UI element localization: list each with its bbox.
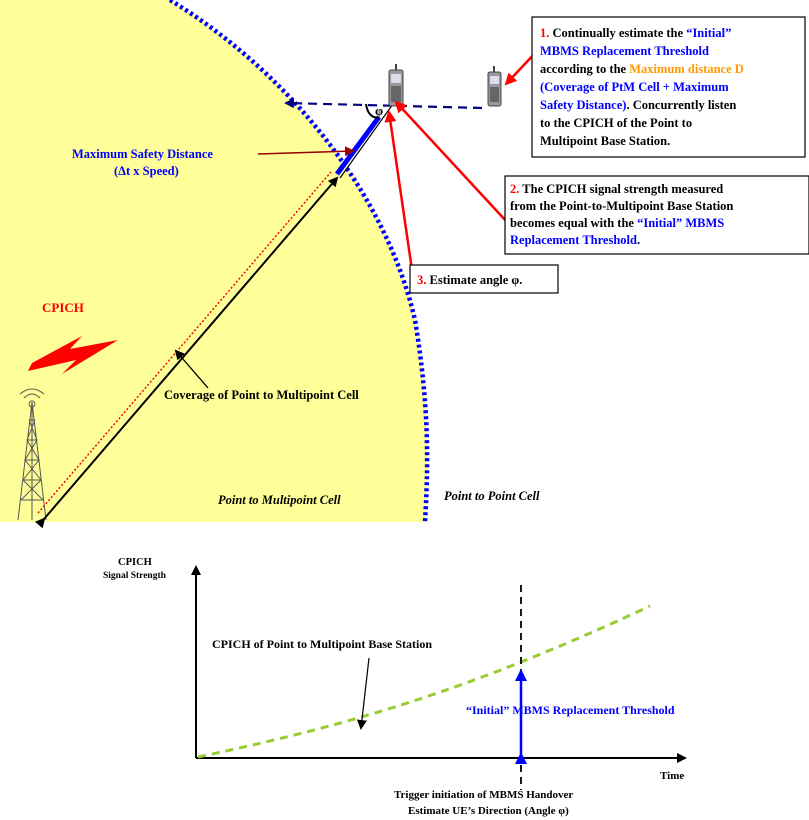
trigger-label-1: Trigger initiation of MBMS Handover xyxy=(394,789,573,801)
angle-symbol: φ xyxy=(375,103,383,118)
callout3-text: 3. Estimate angle φ. xyxy=(417,273,522,287)
cpich-label: CPICH xyxy=(42,300,84,315)
cpich-curve xyxy=(197,604,651,759)
threshold-label: “Initial” MBMS Replacement Threshold xyxy=(466,703,675,717)
chart-y-label-2: Signal Strength xyxy=(103,571,167,581)
cell-boundary xyxy=(168,0,430,523)
safety-distance-formula: (Δt x Speed) xyxy=(114,164,179,178)
ue-direction-line xyxy=(339,103,394,179)
callout1-box xyxy=(531,16,806,158)
coverage-pointer xyxy=(174,349,209,389)
ptp-cell-label: Point to Point Cell xyxy=(444,489,540,503)
callout2-box xyxy=(504,175,809,255)
trigger-label-2: Estimate UE’s Direction (Angle φ) xyxy=(408,805,569,817)
ptm-cell-area xyxy=(0,0,428,522)
coverage-label: Coverage of Point to Multipoint Cell xyxy=(164,388,359,402)
ue-phone-icon-inner xyxy=(388,64,404,107)
curve-label: CPICH of Point to Multipoint Base Statio… xyxy=(212,637,432,651)
ue-phone-icon-outer xyxy=(487,66,502,107)
ue-trajectory-dashed xyxy=(284,98,483,110)
callout2-text: 2. The CPICH signal strength measured fr… xyxy=(510,182,737,247)
coverage-radius-arrow xyxy=(34,176,339,529)
chart-x-label: Time xyxy=(660,770,684,782)
safety-distance-segment xyxy=(334,115,382,176)
callout3-arrow xyxy=(384,110,414,271)
safety-distance-pointer xyxy=(257,146,355,157)
callout1-text: 1. Continually estimate the “Initial” MB… xyxy=(540,26,747,148)
curve-label-pointer xyxy=(356,657,370,730)
callout3-box xyxy=(409,264,559,294)
callout2-arrow xyxy=(394,100,508,223)
safety-distance-label: Maximum Safety Distance xyxy=(72,147,213,161)
cpich-path-dotted xyxy=(37,171,332,514)
angle-arc xyxy=(365,103,380,119)
chart-y-label-1: CPICH xyxy=(118,557,152,568)
ptm-cell-label: Point to Multipoint Cell xyxy=(218,493,341,507)
